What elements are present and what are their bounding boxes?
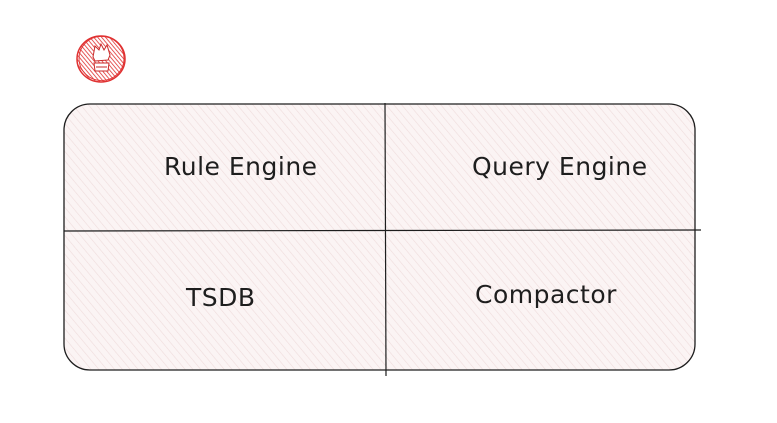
vertical-divider [384, 102, 387, 377]
component-grid-box[interactable] [63, 103, 696, 371]
horizontal-divider [63, 229, 702, 232]
excalidraw-logo-icon [76, 35, 126, 83]
compactor-label: Compactor [475, 280, 617, 309]
rule-engine-label: Rule Engine [164, 152, 318, 181]
query-engine-label: Query Engine [472, 152, 648, 181]
tsdb-label: TSDB [186, 283, 256, 312]
